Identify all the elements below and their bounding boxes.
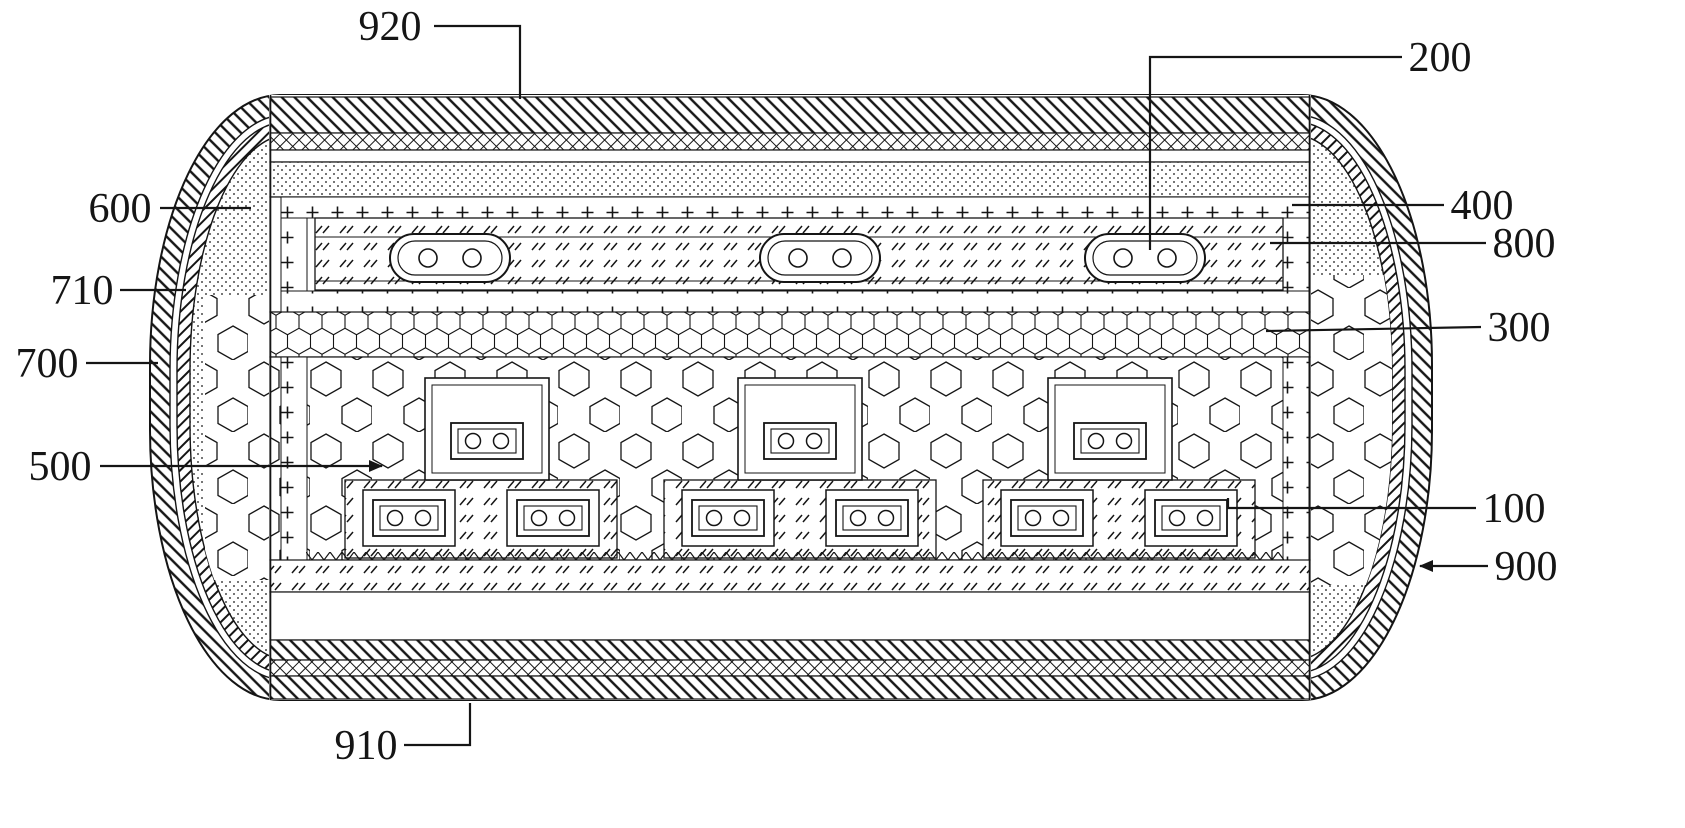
ref-label-800: 800: [1493, 221, 1556, 267]
oval-connector-right-200: [1084, 233, 1206, 283]
layer-bottom-tick-band: [269, 559, 1311, 593]
lower-cell-box-5: [1001, 490, 1093, 546]
layer-top-crosshatch: [269, 132, 1311, 151]
lower-cell-box-3: [682, 490, 774, 546]
ref-label-100: 100: [1483, 486, 1546, 532]
upper-cell-block-right: [1048, 378, 1172, 480]
lower-cell-box-2: [507, 490, 599, 546]
leader-line-300: [1265, 325, 1482, 333]
callout-920: 920: [359, 4, 522, 99]
callout-800: 800: [1270, 221, 1556, 267]
ref-label-200: 200: [1409, 35, 1472, 81]
callout-200: 200: [1148, 35, 1472, 250]
ref-label-400: 400: [1451, 183, 1514, 229]
callout-900: 900: [1419, 544, 1558, 590]
leader-line-920: [434, 24, 522, 99]
leader-line-910: [404, 703, 472, 747]
callout-700: 700: [16, 341, 158, 387]
ref-label-700: 700: [16, 341, 79, 387]
leader-line-100: [1226, 498, 1476, 510]
ref-label-500: 500: [29, 444, 92, 490]
core-cap-boundaries: [269, 95, 1311, 700]
ref-label-910: 910: [335, 723, 398, 769]
left-cap-hex-column: [205, 295, 272, 580]
callout-910: 910: [335, 703, 472, 769]
layer-honeycomb-300: [269, 311, 1311, 358]
plus-column-left-lower: [280, 356, 308, 561]
plus-band-bottom: [280, 290, 1310, 313]
callout-500: 500: [29, 444, 383, 490]
callout-600: 600: [89, 186, 251, 232]
upper-cell-block-left-500: [425, 378, 549, 480]
ref-label-300: 300: [1488, 305, 1551, 351]
ref-label-920: 920: [359, 4, 422, 50]
layer-stipple-600: [269, 161, 1311, 198]
layer-bottom-hatch-1: [269, 639, 1311, 661]
callout-300: 300: [1265, 305, 1551, 351]
callout-400: 400: [1292, 183, 1514, 229]
right-cap-hex-column: [1310, 275, 1392, 585]
plus-column-right-lower: [1282, 356, 1310, 561]
lower-cell-box-4: [826, 490, 918, 546]
leader-line-200: [1148, 55, 1402, 250]
end-cap-fillers: [205, 275, 1392, 585]
oval-connector-middle: [759, 233, 881, 283]
lower-cell-box-6-100: [1145, 490, 1237, 546]
plus-band-top-400: [280, 196, 1310, 219]
layer-stack: [269, 96, 1311, 700]
callout-100: 100: [1226, 486, 1546, 532]
upper-cell-block-middle: [738, 378, 862, 480]
lower-cell-box-1: [363, 490, 455, 546]
ref-label-900: 900: [1495, 544, 1558, 590]
upper-connector-region: [269, 196, 1311, 313]
cell-compartment-region: [269, 356, 1311, 562]
ref-label-710: 710: [51, 268, 114, 314]
layer-bottom-hatch-910: [269, 675, 1311, 700]
layer-top-thin-gap: [269, 149, 1311, 163]
layer-bottom-white-band: [269, 591, 1311, 641]
callout-710: 710: [51, 268, 186, 314]
ref-label-600: 600: [89, 186, 152, 232]
oval-connector-left: [389, 233, 511, 283]
layer-top-hatch-920: [269, 96, 1311, 134]
layer-bottom-crosshatch: [269, 659, 1311, 677]
sawtooth-seam: [306, 552, 1284, 562]
